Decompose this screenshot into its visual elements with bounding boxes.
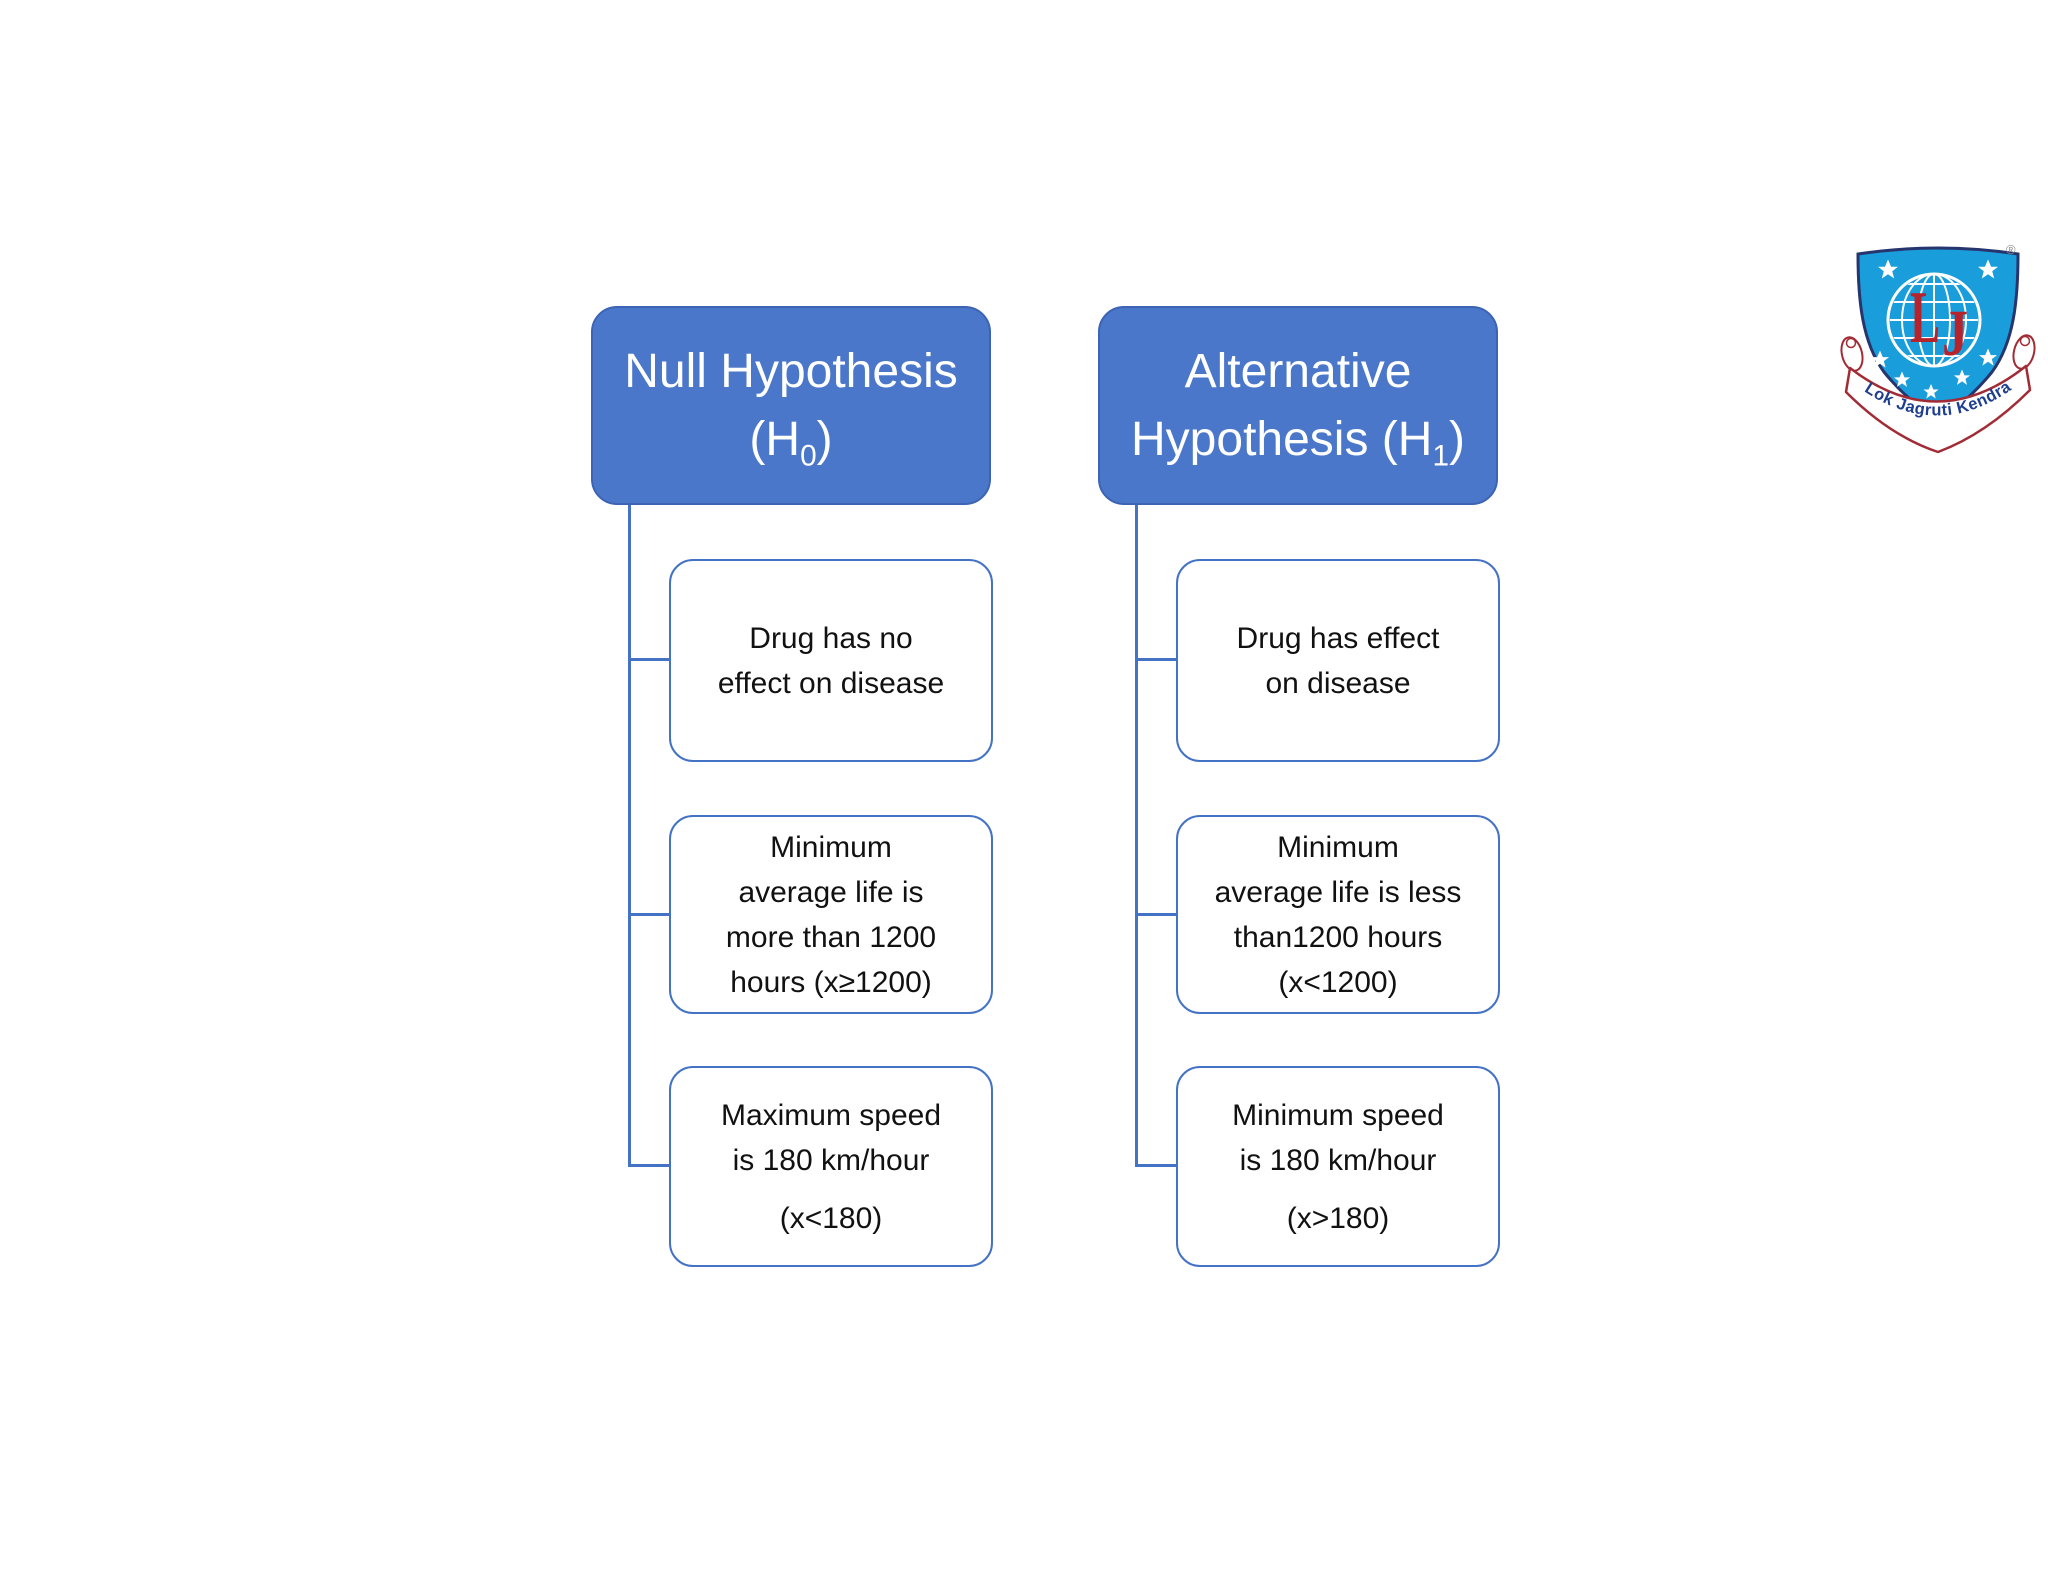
globe-icon	[1886, 272, 1982, 368]
null-hypothesis-title: Null Hypothesis (H0)	[624, 345, 958, 473]
alt-branch-connector-stub-2	[1135, 913, 1177, 916]
alt-child-box-average-life: Minimum average life is less than1200 ho…	[1176, 815, 1500, 1014]
null-child-box-drug: Drug has no effect on disease	[669, 559, 993, 762]
null-branch-connector-stub-2	[628, 913, 670, 916]
alt-branch-connector-stub-3	[1135, 1164, 1177, 1167]
alt-branch-connector-vertical	[1135, 505, 1138, 1167]
null-child-average-life-text: Minimum average life is more than 1200 h…	[725, 830, 937, 999]
null-hypothesis-branch: Null Hypothesis (H0) Drug has no effect …	[591, 306, 1071, 1306]
logo-letter-l: L	[1910, 277, 1940, 359]
alternative-hypothesis-title: Alternative Hypothesis (H1)	[1131, 345, 1465, 473]
alt-child-average-life-text: Minimum average life is less than1200 ho…	[1214, 830, 1462, 999]
alternative-hypothesis-branch: Alternative Hypothesis (H1) Drug has eff…	[1098, 306, 1578, 1306]
alt-child-box-drug: Drug has effect on disease	[1176, 559, 1500, 762]
null-branch-connector-stub-3	[628, 1164, 670, 1167]
registered-trademark: ®	[2006, 242, 2016, 257]
null-child-box-average-life: Minimum average life is more than 1200 h…	[669, 815, 993, 1014]
null-child-drug-text: Drug has no effect on disease	[717, 621, 945, 700]
alt-child-drug-text: Drug has effect on disease	[1236, 621, 1440, 700]
logo-letter-j: J	[1942, 297, 1968, 370]
alt-child-speed-note: (x>180)	[1286, 1201, 1390, 1235]
h0-subscript: 0	[800, 439, 817, 473]
h1-subscript: 1	[1432, 439, 1449, 473]
alt-child-box-speed: Minimum speed is 180 km/hour (x>180)	[1176, 1066, 1500, 1267]
null-child-box-speed: Maximum speed is 180 km/hour (x<180)	[669, 1066, 993, 1267]
null-child-speed-text: Maximum speed is 180 km/hour	[720, 1098, 942, 1177]
null-branch-connector-stub-1	[628, 658, 670, 661]
null-branch-connector-vertical	[628, 505, 631, 1167]
alt-child-speed-text: Minimum speed is 180 km/hour	[1232, 1098, 1444, 1177]
alternative-hypothesis-header-box: Alternative Hypothesis (H1)	[1098, 306, 1498, 505]
null-hypothesis-header-box: Null Hypothesis (H0)	[591, 306, 991, 505]
null-child-speed-note: (x<180)	[779, 1201, 883, 1235]
logo-emblem-icon: L J Lok Jagruti Kendra	[1840, 242, 2036, 454]
alt-branch-connector-stub-1	[1135, 658, 1177, 661]
lok-jagruti-kendra-logo: L J Lok Jagruti Kendra	[1838, 238, 2038, 468]
